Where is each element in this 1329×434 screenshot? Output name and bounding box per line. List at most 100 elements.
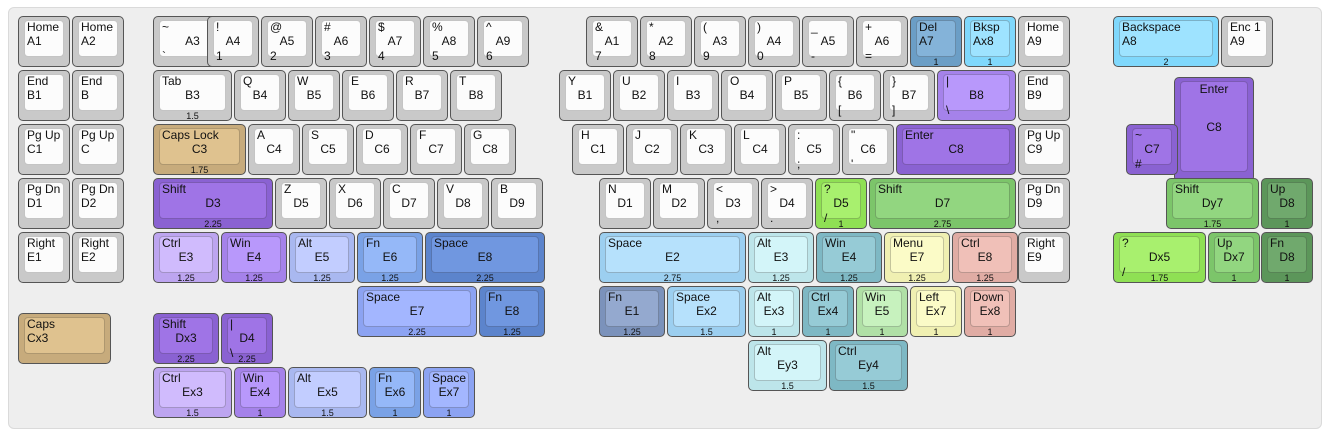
key-colon-c5[interactable]: :C5; [788,124,840,175]
key-minus-a5[interactable]: _A5- [802,16,854,67]
key-question-d5[interactable]: ?D5/1 [815,178,867,229]
key-plus-a6[interactable]: +A6= [856,16,908,67]
key-lbrace-b6[interactable]: {B6[ [829,70,881,121]
key-tilde-c7[interactable]: ~C7# [1126,124,1178,175]
key-rbrace-b7[interactable]: }B7] [883,70,935,121]
key-gt-d4[interactable]: >D4. [761,178,813,229]
key-question-dx5[interactable]: ?Dx5/1.75 [1113,232,1206,283]
key-pipe-d4[interactable]: |D4\2.25 [221,313,273,364]
key-enter-c8-iso[interactable]: Enter C8 [1174,77,1254,182]
key-pipe-b8[interactable]: |B8\ [937,70,1016,121]
key-quote-c6[interactable]: "C6' [842,124,894,175]
key-lt-d3[interactable]: <D3, [707,178,759,229]
